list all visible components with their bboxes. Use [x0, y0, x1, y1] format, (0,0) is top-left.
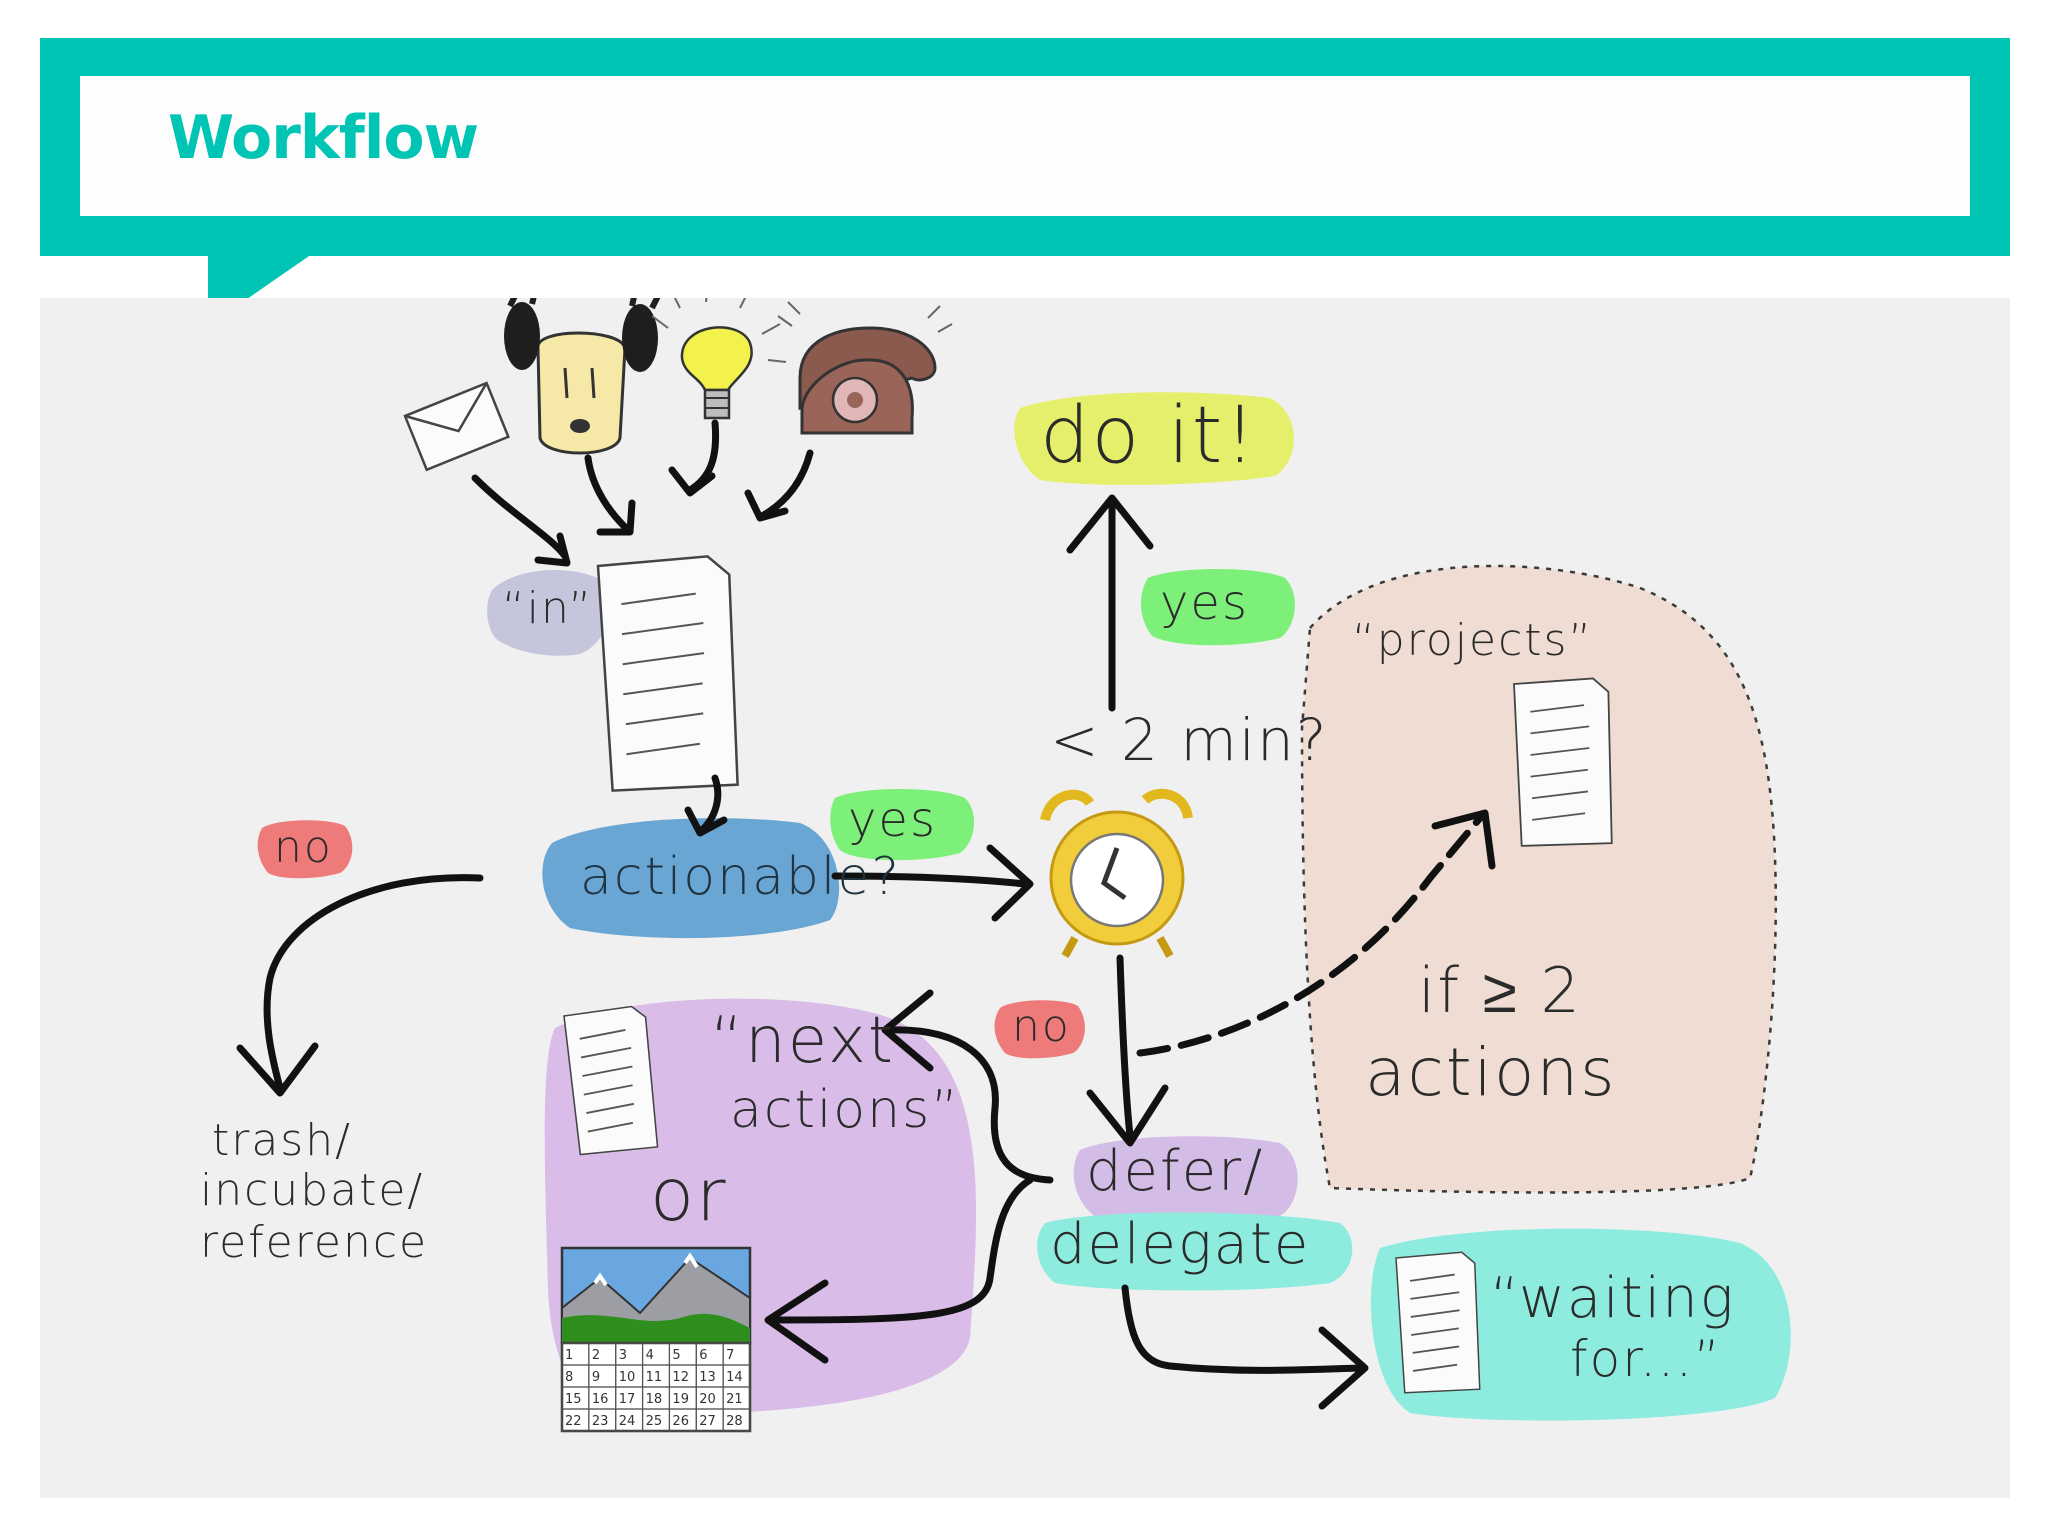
delegate-label: delegate [1050, 1212, 1311, 1277]
calendar-day: 15 [565, 1392, 582, 1407]
if-two-label: if ≥ 2 [1418, 954, 1582, 1027]
document-icon [1509, 676, 1620, 851]
calendar-day: 17 [619, 1392, 636, 1407]
arrow-not-actionable [263, 874, 484, 1092]
actionable-label: actionable? [580, 847, 901, 907]
calendar-day: 20 [699, 1392, 716, 1407]
calendar-day: 14 [726, 1370, 743, 1385]
arrow-delegate-waiting [1121, 1284, 1364, 1374]
arrow-phone-in [758, 449, 814, 520]
projects-region [1300, 564, 1778, 1194]
no-badge-left [257, 820, 353, 879]
telephone-icon [777, 301, 953, 435]
yes-badge-mid [830, 789, 975, 861]
arrow-actionable-clock [831, 872, 1029, 888]
waiting-label-1: “waiting [1490, 1266, 1736, 1331]
yes-top-label: yes [1160, 575, 1249, 631]
calendar-day: 25 [646, 1414, 663, 1429]
arrow-defer-calendar [766, 1176, 1034, 1324]
calendar-day: 18 [646, 1392, 663, 1407]
arrow-person-in [584, 454, 632, 534]
arrow-dashed-projects [1136, 814, 1484, 1057]
alarm-clock-icon [1040, 788, 1193, 958]
trash-label-3: reference [200, 1217, 429, 1268]
calendar-day: 13 [699, 1370, 716, 1385]
yes-badge-top [1140, 569, 1295, 646]
trash-label-2: incubate/ [200, 1165, 425, 1216]
page-title: Workflow [168, 103, 479, 173]
actionable-blob [542, 818, 840, 939]
in-label: “in” [502, 583, 594, 634]
calendar-day: 26 [672, 1414, 689, 1429]
document-icon [560, 1004, 665, 1159]
do-it-blob [1014, 392, 1294, 485]
projects-label: “projects” [1352, 615, 1594, 666]
flow-arrows [236, 419, 1496, 1410]
arrow-clock-defer [1116, 954, 1134, 1140]
calendar-day: 1 [565, 1348, 573, 1363]
envelope-icon [403, 381, 510, 472]
lightbulb-icon [651, 298, 787, 420]
calendar-day: 16 [592, 1392, 609, 1407]
in-blob [487, 569, 611, 656]
calendar-day: 22 [565, 1414, 582, 1429]
no-badge-right [994, 1000, 1085, 1059]
calendar-day: 23 [592, 1414, 609, 1429]
calendar-day: 24 [619, 1414, 636, 1429]
header-panel [80, 76, 1970, 216]
calendar-day: 10 [619, 1370, 636, 1385]
calendar-cell [722, 1408, 751, 1432]
delegate-blob [1037, 1212, 1353, 1291]
calendar-day: 28 [726, 1414, 743, 1429]
arrow-envelope-in [471, 474, 569, 560]
calendar-day: 3 [619, 1348, 627, 1363]
calendar-day: 2 [592, 1348, 600, 1363]
actions-label: actions [1365, 1034, 1617, 1111]
do-it-label: do it! [1040, 391, 1258, 481]
calendar-day: 6 [699, 1348, 707, 1363]
next-actions-label-2: actions” [730, 1080, 961, 1140]
document-icon [591, 553, 749, 797]
calendar-day: 11 [646, 1370, 663, 1385]
calendar-day: 12 [672, 1370, 689, 1385]
next-actions-label-1: “next [710, 1004, 895, 1078]
calendar-day: 5 [672, 1348, 680, 1363]
person-icon [504, 298, 661, 455]
calendar-day: 4 [646, 1348, 654, 1363]
two-min-label: < 2 min? [1050, 706, 1329, 774]
no-right-label: no [1012, 1001, 1071, 1052]
waiting-label-2: for...” [1570, 1330, 1722, 1388]
calendar-day: 27 [699, 1414, 716, 1429]
or-label: or [650, 1153, 728, 1237]
no-left-label: no [274, 822, 333, 873]
calendar-day: 19 [672, 1392, 689, 1407]
calendar-day: 7 [726, 1348, 734, 1363]
defer-label: defer/ [1086, 1139, 1265, 1204]
calendar-day: 9 [592, 1370, 600, 1385]
header-banner [40, 38, 2010, 256]
arrow-defer-next [886, 1026, 1054, 1184]
yes-mid-label: yes [848, 792, 937, 848]
defer-blob [1073, 1136, 1298, 1226]
calendar-day: 8 [565, 1370, 573, 1385]
document-icon [1392, 1250, 1487, 1397]
trash-label-1: trash/ [212, 1115, 352, 1166]
calendar-day: 21 [726, 1392, 743, 1407]
